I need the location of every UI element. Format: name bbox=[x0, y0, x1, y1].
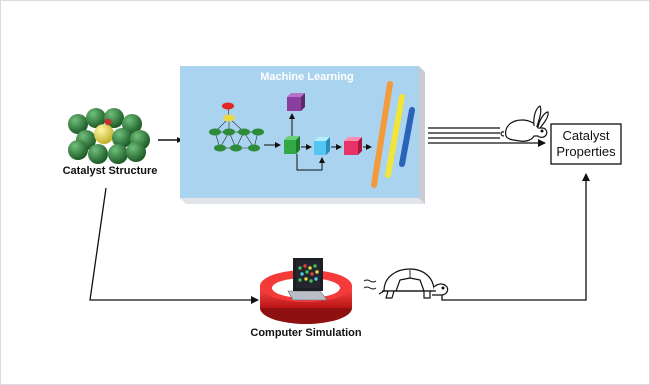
ml-title: Machine Learning bbox=[260, 71, 354, 83]
green-block bbox=[284, 136, 300, 154]
catalyst-properties-box bbox=[550, 123, 622, 165]
fast-path-speed-lines bbox=[428, 127, 500, 139]
pink-block bbox=[344, 137, 362, 155]
catalyst-properties-line1: Catalyst bbox=[563, 128, 610, 143]
purple-block bbox=[287, 93, 305, 111]
yellow-bar bbox=[385, 94, 405, 178]
arrow-simulation-to-properties bbox=[441, 173, 590, 301]
computer-simulation-label: Computer Simulation bbox=[250, 327, 362, 339]
arrow-structure-to-simulation bbox=[89, 187, 259, 304]
catalyst-structure-icon bbox=[68, 108, 150, 164]
computer-simulation-icon bbox=[260, 258, 352, 324]
catalyst-properties-line2: Properties bbox=[556, 144, 616, 159]
slow-path-marks bbox=[363, 279, 377, 290]
machine-learning-panel: Machine Learning bbox=[180, 66, 425, 204]
catalyst-structure-label: Catalyst Structure bbox=[63, 165, 158, 177]
cyan-block bbox=[314, 137, 330, 155]
turtle-icon bbox=[378, 268, 449, 299]
rabbit-icon bbox=[500, 105, 549, 142]
orange-bar bbox=[371, 81, 393, 188]
blue-bar bbox=[399, 107, 415, 167]
